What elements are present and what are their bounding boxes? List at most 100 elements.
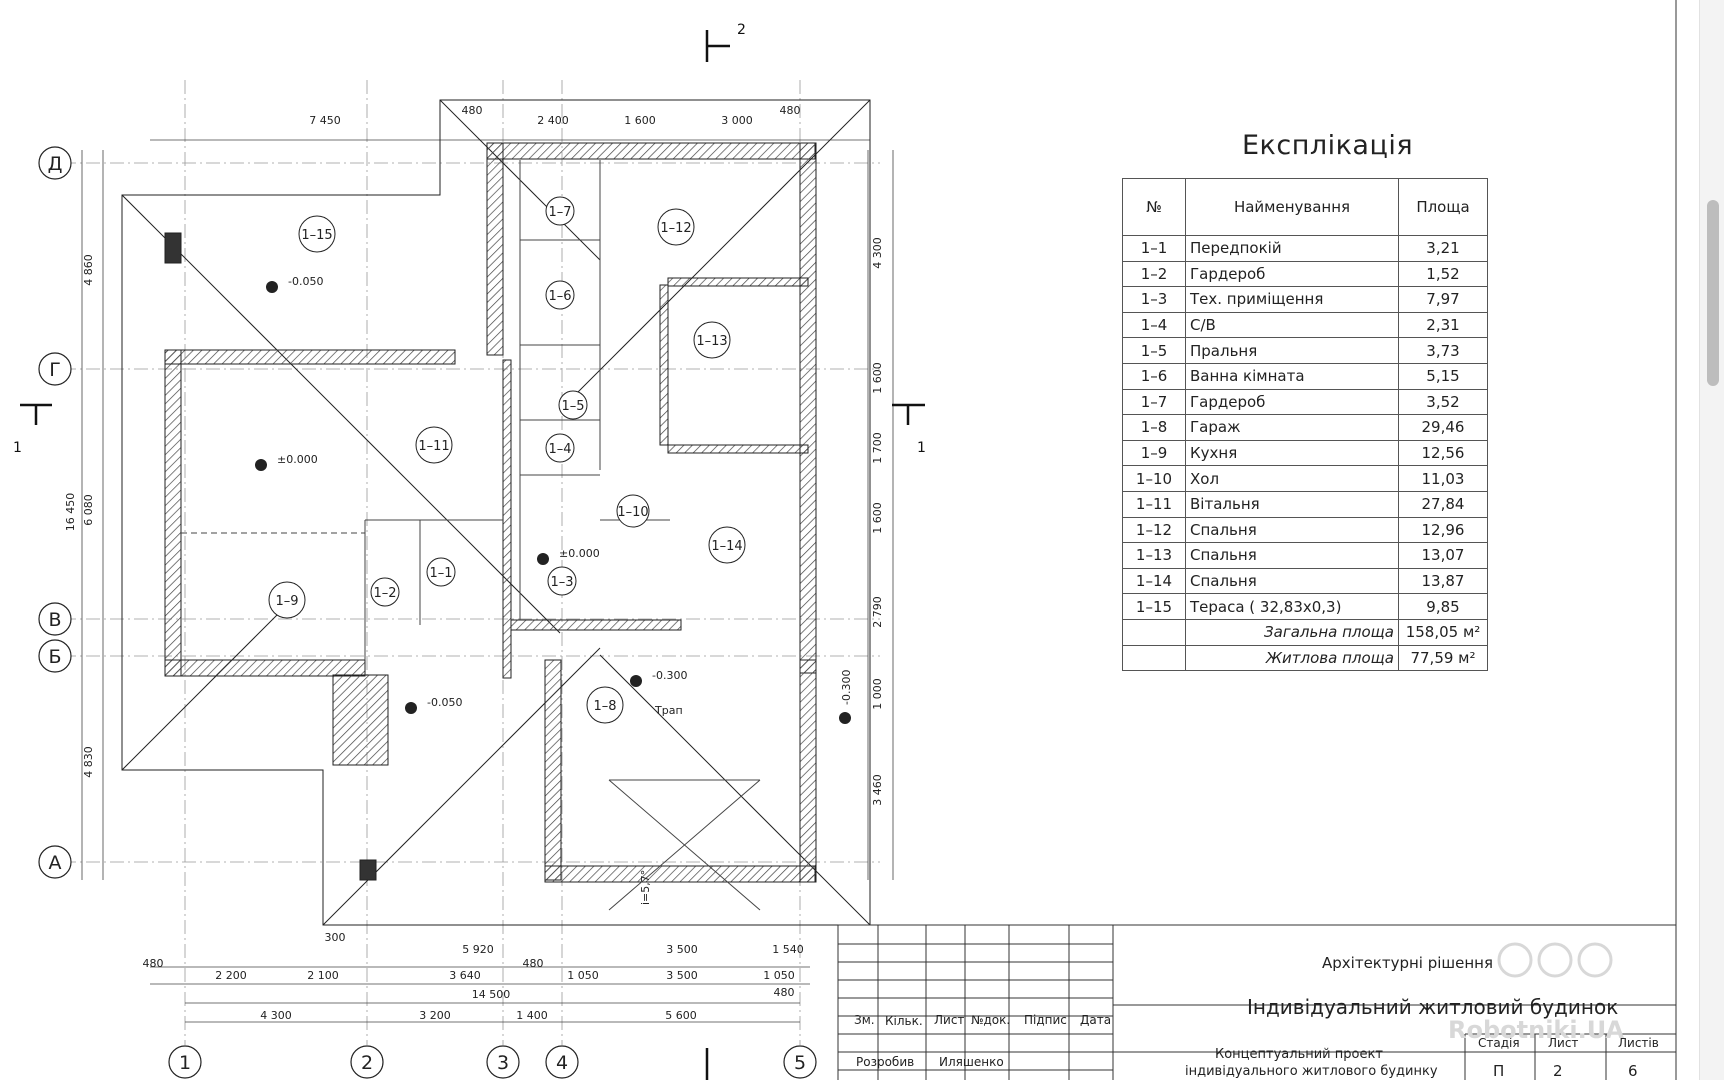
- axis-label-d: Д: [48, 153, 63, 175]
- room-1-1: 1–1: [426, 557, 456, 587]
- row-area: 27,84: [1398, 490, 1488, 518]
- svg-text:3 000: 3 000: [721, 114, 753, 127]
- row-num: 1–4: [1122, 311, 1186, 339]
- sheet-label: Лист: [1548, 1036, 1579, 1050]
- svg-text:4 860: 4 860: [82, 254, 95, 286]
- axis-bubble-b: [38, 639, 72, 673]
- sheets-value: 6: [1628, 1062, 1638, 1080]
- axis-label-1: 1: [179, 1052, 191, 1074]
- room-1-13: 1–13: [693, 321, 731, 359]
- row-num: 1–12: [1122, 516, 1186, 544]
- row-num: 1–7: [1122, 388, 1186, 416]
- axis-label-b: Б: [48, 646, 61, 668]
- section-label-left: 1: [13, 440, 22, 456]
- scrollbar-thumb[interactable]: [1707, 200, 1719, 386]
- axis-label-3: 3: [497, 1052, 509, 1074]
- elevation-markers: -0.050 ±0.000 ±0.000 -0.050 -0.300 -0.30…: [255, 275, 853, 905]
- row-name: Гардероб: [1185, 388, 1399, 416]
- living-area-row-label: Житлова площа: [1185, 644, 1399, 672]
- row-num: 1–13: [1122, 542, 1186, 569]
- project-name: Індивідуальний житловий будинок: [1247, 995, 1619, 1019]
- row-num: 1–15: [1122, 593, 1186, 620]
- axis-bubble-g: [38, 352, 72, 386]
- axis-bubble-a: [38, 845, 72, 879]
- row-num: 1–3: [1122, 286, 1186, 313]
- svg-text:1 050: 1 050: [567, 969, 599, 982]
- svg-text:-0.300: -0.300: [840, 670, 853, 705]
- slope-label: i=5,7°: [639, 870, 652, 905]
- svg-text:1 600: 1 600: [871, 362, 884, 394]
- row-area: 29,46: [1398, 414, 1488, 441]
- room-1-2: 1–2: [370, 577, 400, 607]
- vertical-scrollbar[interactable]: [1699, 0, 1724, 1080]
- description-line-1: Концептуальний проект: [1215, 1047, 1383, 1062]
- row-area: 12,96: [1398, 516, 1488, 544]
- axis-bubble-4: [545, 1045, 579, 1079]
- svg-text:16 450: 16 450: [64, 493, 77, 532]
- svg-text:300: 300: [325, 931, 346, 944]
- sheets-label: Листів: [1618, 1036, 1659, 1050]
- svg-text:6 080: 6 080: [82, 494, 95, 526]
- elevation-living-icon: ±0.000: [255, 453, 318, 471]
- developed-label: Розробив: [856, 1055, 915, 1069]
- axis-label-4: 4: [556, 1052, 568, 1074]
- elevation-porch-icon: -0.050: [405, 696, 462, 714]
- svg-text:1–2: 1–2: [373, 586, 396, 601]
- row-name: Пральня: [1185, 337, 1399, 364]
- col-doc: №док.: [971, 1013, 1011, 1027]
- row-name: Спальня: [1185, 567, 1399, 595]
- room-1-15: 1–15: [298, 215, 336, 253]
- axis-label-g: Г: [49, 359, 61, 381]
- elevation-outside-icon: -0.300: [839, 670, 853, 724]
- svg-text:1 000: 1 000: [871, 678, 884, 710]
- stage-label: Стадія: [1478, 1036, 1520, 1050]
- svg-text:5 600: 5 600: [665, 1009, 697, 1022]
- row-num: 1–5: [1122, 337, 1186, 364]
- col-date: Дата: [1080, 1013, 1112, 1027]
- row-num: 1–6: [1122, 362, 1186, 390]
- room-1-12: 1–12: [657, 208, 695, 246]
- axis-label-2: 2: [361, 1052, 373, 1074]
- room-1-14: 1–14: [708, 526, 746, 564]
- header-num: №: [1122, 178, 1186, 236]
- svg-text:1–9: 1–9: [275, 594, 298, 609]
- roof-outline: [121, 99, 871, 926]
- sheet-value: 2: [1553, 1062, 1563, 1080]
- row-area: 3,73: [1398, 337, 1488, 364]
- svg-text:±0.000: ±0.000: [277, 453, 318, 466]
- svg-text:1 050: 1 050: [763, 969, 795, 982]
- svg-text:1–10: 1–10: [617, 505, 648, 520]
- row-name: Гардероб: [1185, 260, 1399, 288]
- stage-value: П: [1493, 1062, 1505, 1080]
- col-list: Лист: [934, 1013, 965, 1027]
- total-area-row-value: 158,05 м²: [1398, 618, 1488, 646]
- living-area-row-value: 77,59 м²: [1398, 644, 1488, 672]
- svg-text:1–12: 1–12: [660, 221, 691, 236]
- row-name: Тераса ( 32,83х0,3): [1185, 593, 1399, 620]
- row-name: Хол: [1185, 465, 1399, 492]
- row-area: 3,21: [1398, 235, 1488, 262]
- svg-text:1 700: 1 700: [871, 432, 884, 464]
- svg-text:3 640: 3 640: [449, 969, 481, 982]
- row-area: 13,07: [1398, 542, 1488, 569]
- col-kil: Кільк.: [885, 1014, 923, 1028]
- room-1-10: 1–10: [616, 494, 650, 528]
- col-izm: Зм.: [854, 1013, 875, 1027]
- section-label-top: 2: [737, 22, 746, 38]
- row-num: 1–14: [1122, 567, 1186, 595]
- partitions: [181, 160, 761, 911]
